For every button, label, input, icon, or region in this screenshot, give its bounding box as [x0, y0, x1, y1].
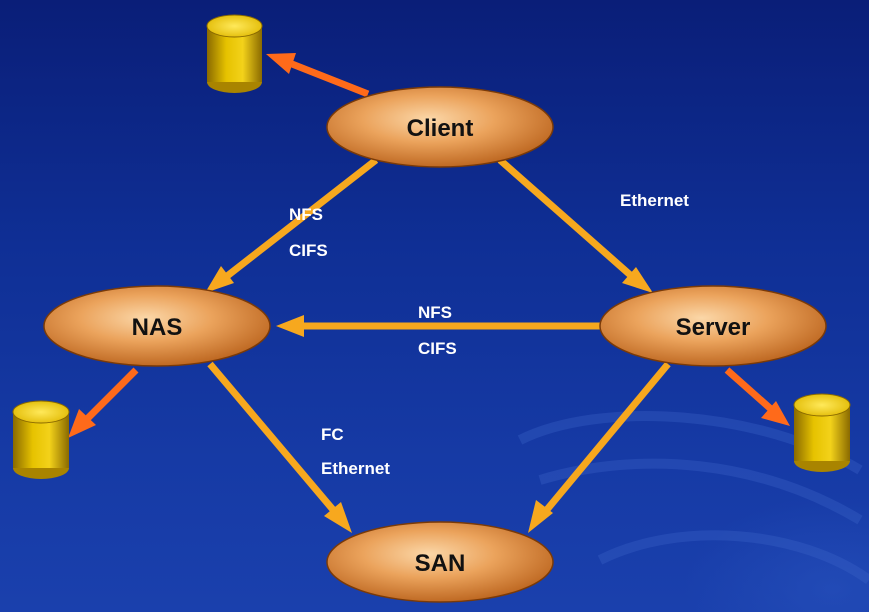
storage-cylinder-nas: [12, 400, 70, 479]
node-nas-label: NAS: [132, 314, 183, 341]
server-nas-arrowhead: [276, 315, 304, 337]
edge-label-client-server-1: Ethernet: [620, 191, 689, 210]
server-storage-arrowhead: [761, 401, 790, 426]
edge-label-nas-san-1: FC: [321, 425, 344, 444]
nas-san-arrow: [207, 361, 343, 521]
edge-label-nas-san-2: Ethernet: [321, 459, 390, 478]
edge-label-client-nas-1: NFS: [289, 205, 323, 224]
client-server-arrowhead: [622, 267, 653, 293]
edge-label-client-server: Ethernet: [620, 191, 689, 210]
edge-label-server-nas-1: NFS: [418, 303, 452, 322]
node-server[interactable]: Server: [599, 285, 827, 367]
client-nas-arrow: [219, 157, 379, 283]
edge-label-server-nas-2: CIFS: [418, 339, 457, 358]
client-nas-arrowhead: [205, 266, 234, 293]
nas-storage-arrow: [83, 367, 139, 423]
client-storage-arrow: [290, 60, 370, 98]
edge-label-client-nas: NFS CIFS: [289, 205, 328, 260]
node-client-label: Client: [407, 115, 474, 142]
node-san[interactable]: SAN: [326, 521, 554, 603]
server-san-arrow: [537, 361, 671, 521]
node-client[interactable]: Client: [326, 86, 554, 168]
storage-cylinder-server: [793, 393, 851, 472]
server-storage-arrow: [724, 367, 775, 413]
edge-label-nas-san: FC Ethernet: [321, 425, 390, 478]
node-nas[interactable]: NAS: [43, 285, 271, 367]
node-san-label: SAN: [415, 550, 466, 577]
storage-arrows: [68, 53, 790, 438]
server-san-arrowhead: [528, 500, 553, 533]
edge-label-server-nas: NFS CIFS: [418, 303, 457, 358]
nas-san-arrowhead: [324, 502, 352, 533]
client-storage-arrowhead: [266, 53, 296, 74]
node-server-label: Server: [676, 314, 751, 341]
edge-label-client-nas-2: CIFS: [289, 241, 328, 260]
link-arrows: [205, 157, 671, 533]
client-server-arrow: [497, 157, 639, 283]
nas-storage-arrowhead: [68, 409, 96, 438]
storage-cylinder-client: [206, 14, 263, 93]
